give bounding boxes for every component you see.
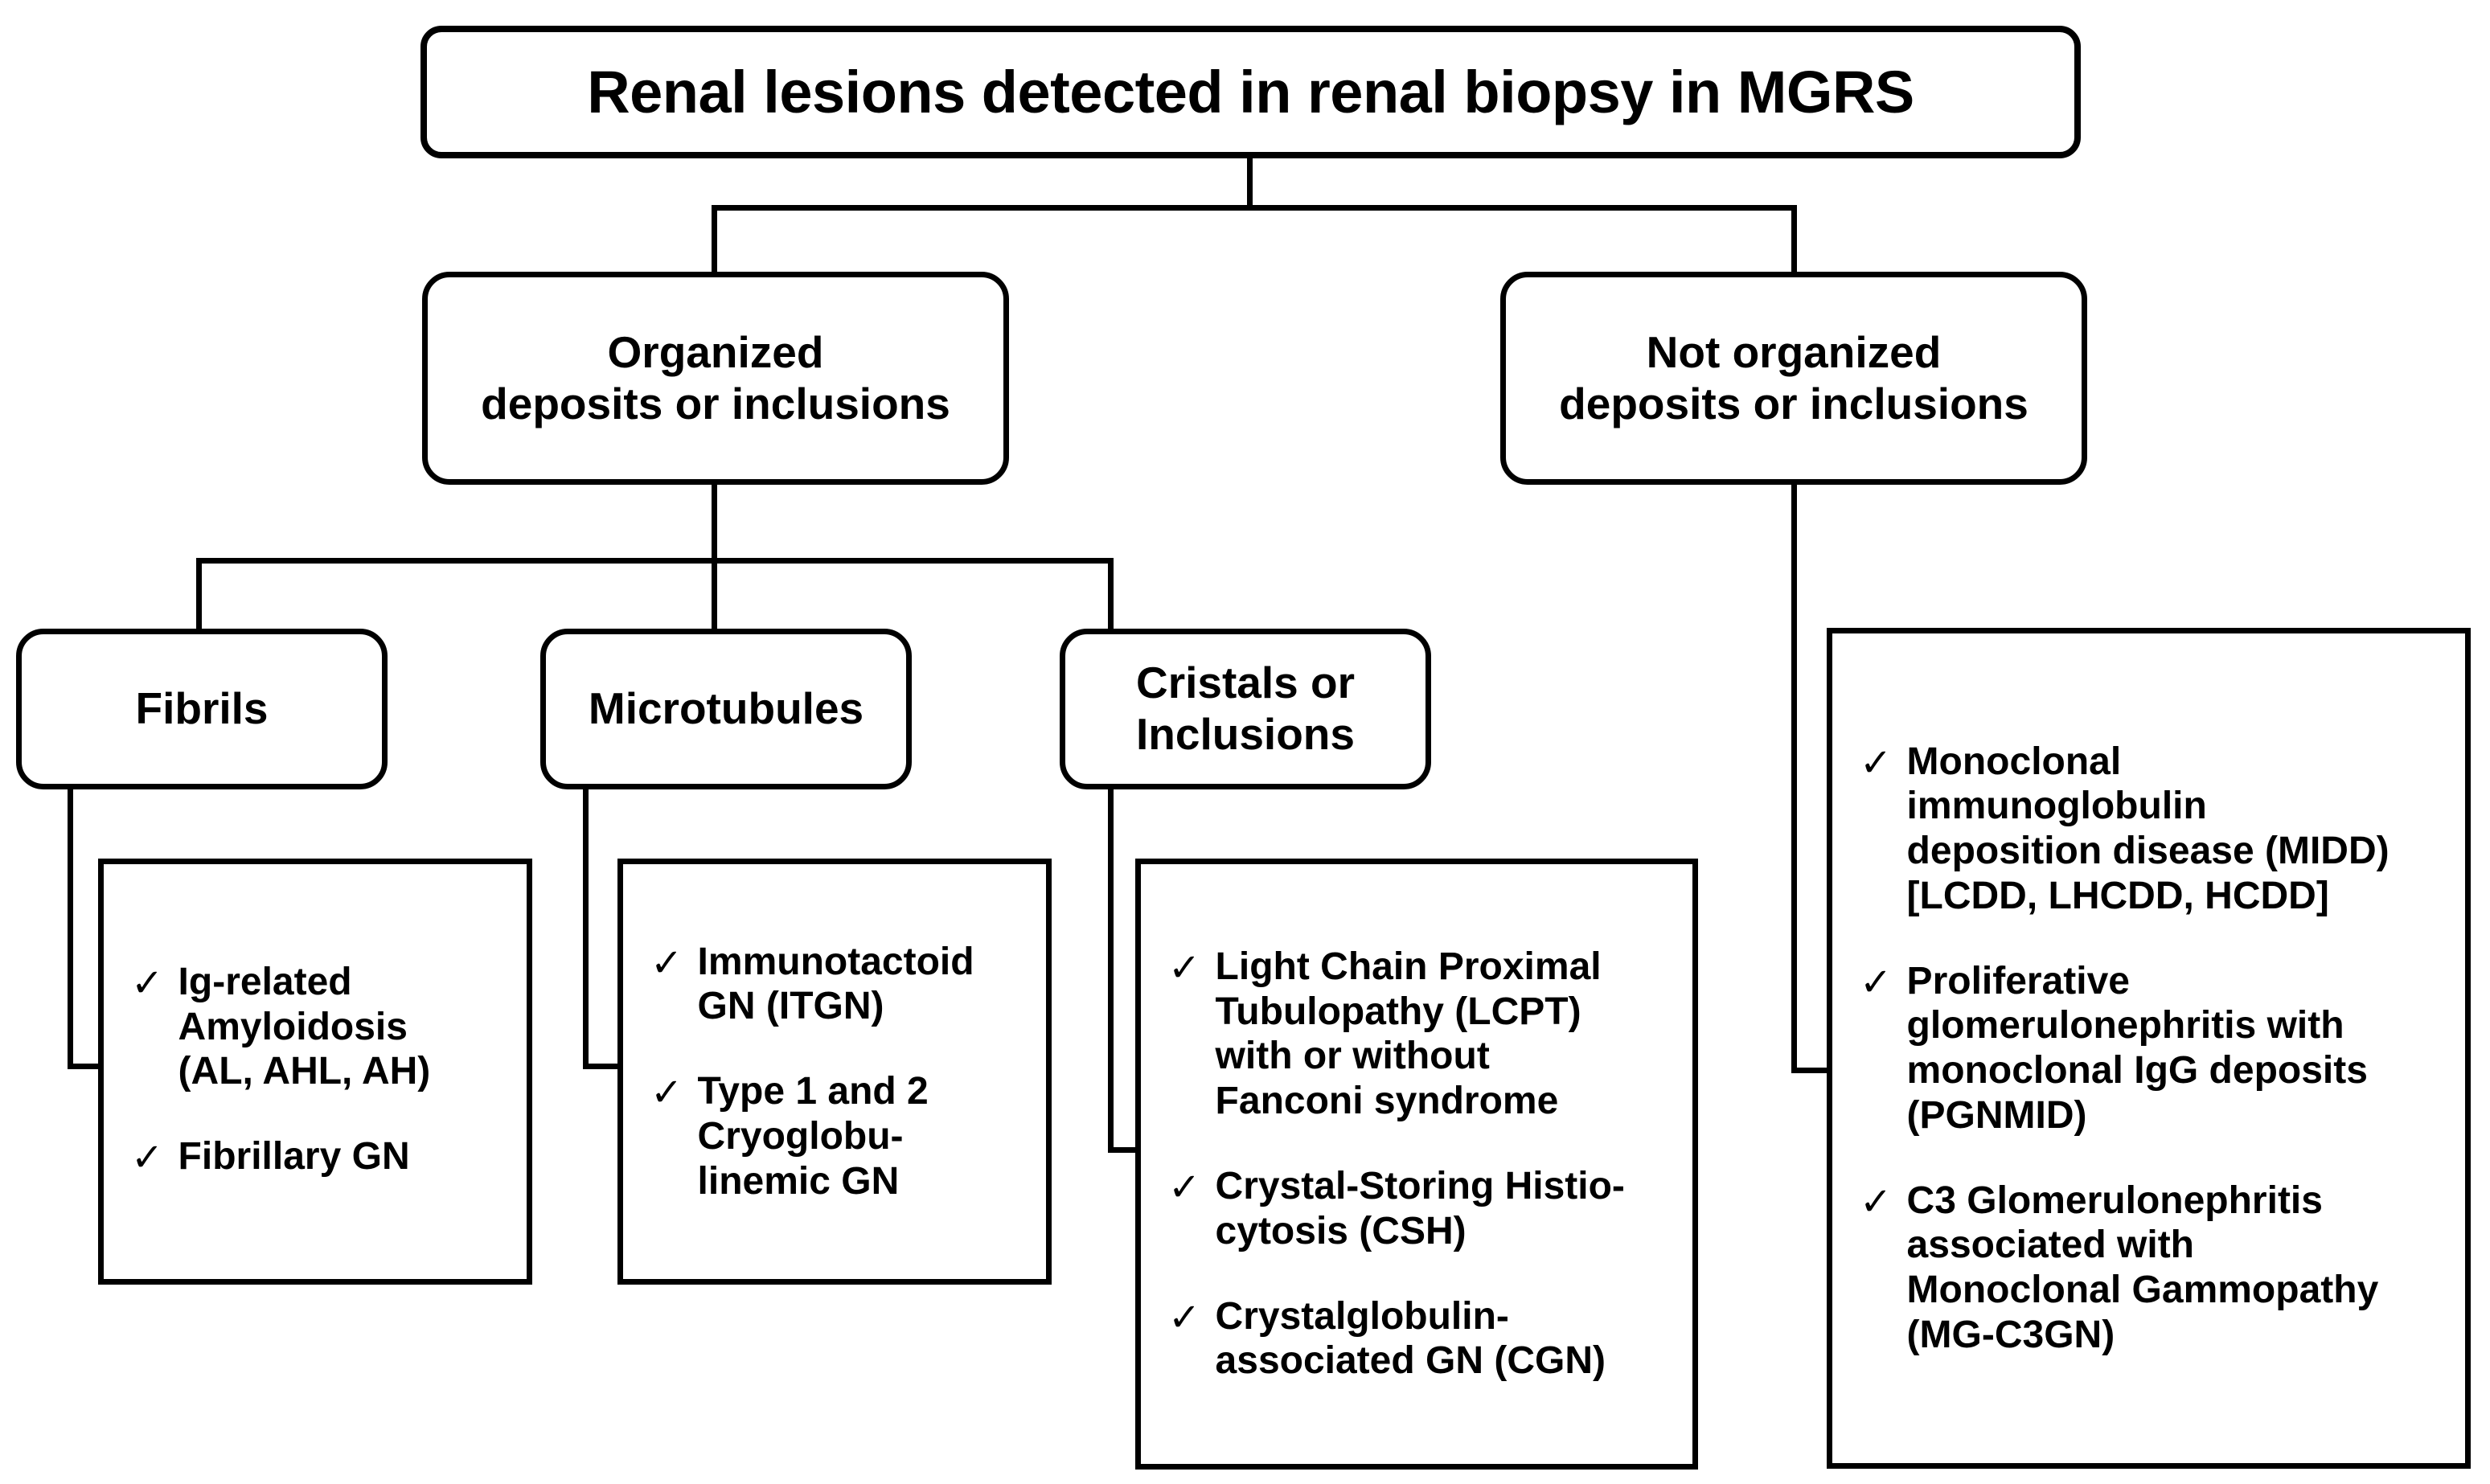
connector-level2-bar — [196, 558, 1114, 564]
list-cristals: ✓ Light Chain Proximal Tubulopathy (LCPT… — [1141, 945, 1692, 1384]
check-icon: ✓ — [131, 962, 164, 1006]
connector-microtubules-elbow — [583, 1064, 618, 1069]
category-cristals-label: Cristals or Inclusions — [1135, 658, 1356, 759]
list-microtubules: ✓ Immunotactoid GN (ITGN) ✓ Type 1 and 2… — [623, 940, 1046, 1204]
list-item-text: Ig-related Amyloidosis (AL, AHL, AH) — [178, 961, 431, 1093]
connector-to-microtubules — [712, 558, 717, 632]
check-icon: ✓ — [650, 941, 683, 985]
list-item: ✓ Fibrillary GN — [131, 1134, 512, 1183]
list-box-fibrils: ✓ Ig-related Amyloidosis (AL, AHL, AH) ✓… — [98, 859, 532, 1285]
list-item: ✓ Type 1 and 2 Cryoglobu- linemic GN — [650, 1069, 1032, 1203]
list-item-text: Light Chain Proximal Tubulopathy (LCPT) … — [1215, 945, 1602, 1122]
list-item-text: Crystal-Storing Histio- cytosis (CSH) — [1215, 1165, 1625, 1252]
category-microtubules-label: Microtubules — [588, 683, 864, 734]
category-cristals-box: Cristals or Inclusions — [1060, 629, 1431, 789]
connector-to-organized — [712, 205, 717, 277]
check-icon: ✓ — [650, 1072, 683, 1115]
connector-fibrils-drop — [68, 786, 73, 1069]
list-item-text: Immunotactoid GN (ITGN) — [697, 940, 974, 1028]
list-box-microtubules: ✓ Immunotactoid GN (ITGN) ✓ Type 1 and 2… — [617, 859, 1052, 1285]
branch-not-organized-label: Not organized deposits or inclusions — [1559, 326, 2029, 428]
connector-notorg-elbow — [1791, 1068, 1832, 1073]
page-title: Renal lesions detected in renal biopsy i… — [587, 58, 1914, 125]
branch-organized-label: Organized deposits or inclusions — [481, 326, 950, 428]
check-icon: ✓ — [1860, 741, 1893, 785]
connector-cristals-elbow — [1108, 1147, 1142, 1153]
category-fibrils-label: Fibrils — [135, 683, 269, 734]
connector-fibrils-elbow — [68, 1064, 101, 1069]
list-not-organized: ✓ Monoclonal immunoglobulin deposition d… — [1832, 740, 2465, 1358]
list-box-not-organized: ✓ Monoclonal immunoglobulin deposition d… — [1827, 628, 2471, 1469]
check-icon: ✓ — [1860, 961, 1893, 1004]
check-icon: ✓ — [1168, 1166, 1201, 1209]
connector-organized-stem — [712, 482, 717, 560]
list-item: ✓ Light Chain Proximal Tubulopathy (LCPT… — [1168, 945, 1678, 1124]
check-icon: ✓ — [131, 1137, 164, 1180]
category-microtubules-box: Microtubules — [540, 629, 912, 789]
branch-organized-box: Organized deposits or inclusions — [422, 272, 1009, 485]
connector-cristals-drop — [1108, 786, 1114, 1153]
connector-title-stem — [1247, 158, 1253, 211]
list-item-text: Monoclonal immunoglobulin deposition dis… — [1906, 740, 2389, 917]
list-item: ✓ Crystalglobulin- associated GN (CGN) — [1168, 1294, 1678, 1384]
list-item-text: Type 1 and 2 Cryoglobu- linemic GN — [697, 1070, 929, 1203]
list-item-text: C3 Glomerulonephritis associated with Mo… — [1906, 1179, 2379, 1356]
list-item: ✓ Proliferative glomerulonephritis with … — [1860, 959, 2451, 1138]
list-fibrils: ✓ Ig-related Amyloidosis (AL, AHL, AH) ✓… — [104, 960, 527, 1183]
check-icon: ✓ — [1168, 1296, 1201, 1339]
list-item-text: Fibrillary GN — [178, 1135, 410, 1179]
check-icon: ✓ — [1168, 946, 1201, 990]
connector-to-not-organized — [1791, 205, 1797, 277]
list-item: ✓ C3 Glomerulonephritis associated with … — [1860, 1179, 2451, 1358]
list-item: ✓ Monoclonal immunoglobulin deposition d… — [1860, 740, 2451, 919]
category-fibrils-box: Fibrils — [16, 629, 388, 789]
connector-notorg-drop — [1791, 482, 1797, 1073]
title-box: Renal lesions detected in renal biopsy i… — [420, 26, 2081, 158]
list-item-text: Proliferative glomerulonephritis with mo… — [1906, 959, 2368, 1137]
branch-not-organized-box: Not organized deposits or inclusions — [1500, 272, 2087, 485]
connector-level1-bar — [712, 205, 1797, 211]
list-item-text: Crystalglobulin- associated GN (CGN) — [1215, 1294, 1606, 1383]
list-item: ✓ Ig-related Amyloidosis (AL, AHL, AH) — [131, 960, 512, 1094]
list-item: ✓ Immunotactoid GN (ITGN) — [650, 940, 1032, 1029]
connector-to-fibrils — [196, 558, 202, 632]
list-item: ✓ Crystal-Storing Histio- cytosis (CSH) — [1168, 1164, 1678, 1253]
check-icon: ✓ — [1860, 1180, 1893, 1224]
connector-to-cristals — [1108, 558, 1114, 632]
connector-microtubules-drop — [583, 786, 589, 1069]
list-box-cristals: ✓ Light Chain Proximal Tubulopathy (LCPT… — [1135, 859, 1698, 1470]
